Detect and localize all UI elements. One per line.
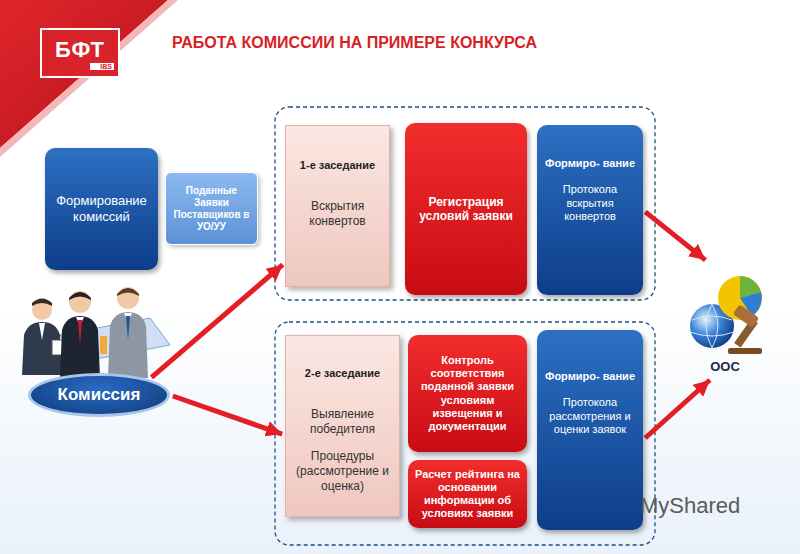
session-card: 1-е заседаниеВскрытия конвертов <box>285 125 390 287</box>
people-figure <box>39 323 45 340</box>
corner-band <box>0 0 178 157</box>
people-figure <box>69 291 91 313</box>
node-text: Регистрация условий заявки <box>411 195 521 224</box>
flow-arrow <box>152 265 283 378</box>
input-box: Поданные Заявки Поставщиков в УО/УУ <box>165 172 258 245</box>
logo-badge: БФТIBS <box>40 28 120 78</box>
node-text: Формирование комиссий <box>51 193 152 226</box>
node-text: Формиро- вание <box>545 157 635 171</box>
flow-arrow <box>173 396 282 434</box>
node-subtext: IBS <box>90 63 114 70</box>
node-subtext: Процедуры (рассмотрение и оценка) <box>292 449 393 494</box>
people-figure <box>126 316 130 340</box>
group-frame <box>275 322 655 545</box>
people-figure <box>60 316 100 378</box>
action-box: Регистрация условий заявки <box>405 123 527 295</box>
flow-arrow <box>645 380 710 438</box>
node-subtext: Протокола рассмотрения и оценки заявок <box>543 396 637 437</box>
group-frame <box>275 107 655 300</box>
commission-ellipse: Комиссия <box>28 373 170 417</box>
corner-band <box>0 0 178 157</box>
node-text: Поданные Заявки Поставщиков в УО/УУ <box>172 185 251 233</box>
protocol-box: Формиро- ваниеПротокола рассмотрения и о… <box>537 330 643 530</box>
session-card: 2-е заседаниеВыявление победителяПроцеду… <box>285 335 400 517</box>
node-subtext: Протокола вскрытия конвертов <box>543 183 637 224</box>
node-text: Формиро- вание <box>545 370 635 384</box>
action-box: Контроль соответствия поданной заявки ус… <box>408 335 527 452</box>
group-frame <box>275 107 655 545</box>
protocol-box: Формиро- ваниеПротокола вскрытия конверт… <box>537 125 643 295</box>
people-figure <box>100 336 107 354</box>
node-text: Контроль соответствия поданной заявки ус… <box>414 354 521 433</box>
node-text: 2-е заседание <box>305 367 380 381</box>
node-text: БФТ <box>46 37 114 63</box>
node-text: 1-е заседание <box>300 159 375 173</box>
flow-arrow <box>645 212 705 260</box>
process-box: Формирование комиссий <box>45 148 158 270</box>
people-figure <box>117 288 139 296</box>
node-text: ООС <box>710 359 740 374</box>
node-subtext: Выявление победителя <box>292 407 393 437</box>
watermark: MyShared <box>640 493 740 519</box>
people-figure <box>69 292 91 300</box>
people-figure <box>78 320 82 345</box>
people-figure <box>117 287 139 309</box>
people-figure <box>32 299 52 307</box>
node-text: Комиссия <box>58 385 141 405</box>
oos-node: ООС <box>682 262 768 378</box>
oos-icon <box>733 304 760 328</box>
people-figure <box>22 287 170 378</box>
node-text: Расчет рейтинга на основании информации … <box>414 468 521 521</box>
oos-icon <box>728 348 762 354</box>
node-subtext: Вскрытия конвертов <box>292 199 383 229</box>
page-title: РАБОТА КОМИССИИ НА ПРИМЕРЕ КОНКУРСА <box>172 34 537 52</box>
people-figure <box>108 312 148 378</box>
action-box: Расчет рейтинга на основании информации … <box>408 460 527 528</box>
oos-icon <box>690 276 762 354</box>
